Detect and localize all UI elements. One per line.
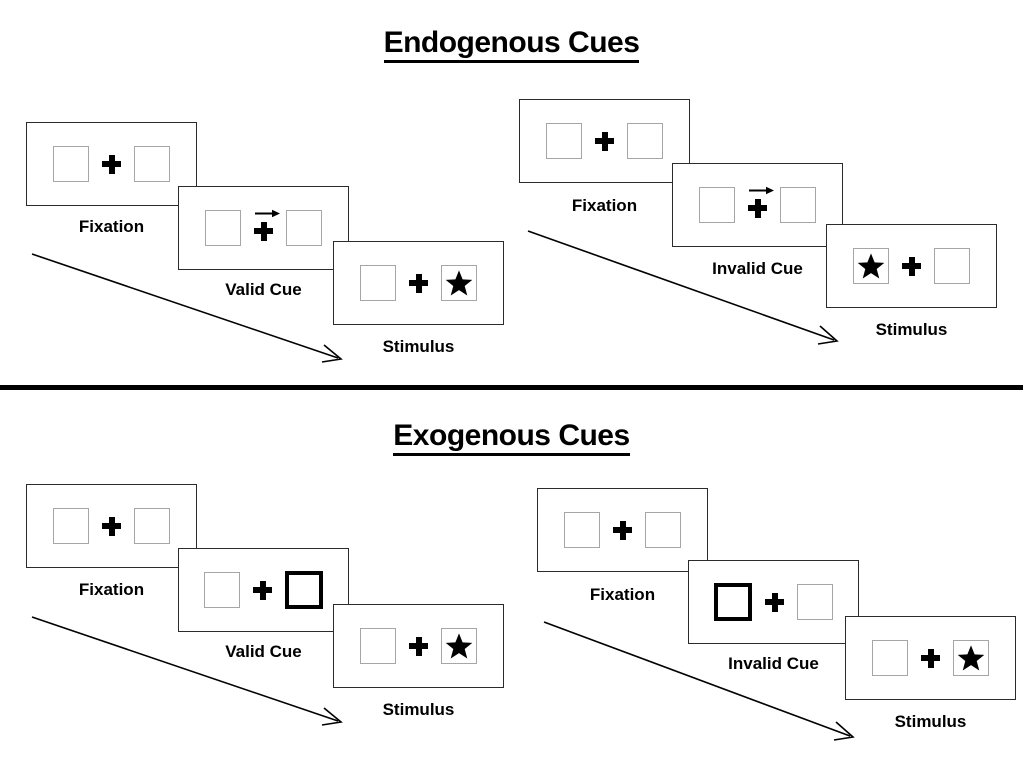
frame-caption-endogenous-invalid-fixation: Fixation <box>571 196 638 215</box>
section-title-endogenous-text: Endogenous Cues <box>383 26 640 63</box>
fixation-cross-icon <box>748 198 767 218</box>
frame-caption-exogenous-invalid-fixation: Fixation <box>589 585 656 604</box>
time-flow-arrow-icon <box>31 253 343 363</box>
arrow-right-icon <box>749 186 774 194</box>
placeholder-box-left <box>872 640 908 676</box>
frame-caption-endogenous-valid-cue: Valid Cue <box>225 280 302 299</box>
placeholder-box-right <box>934 248 970 284</box>
placeholder-box-left <box>360 628 396 664</box>
fixation-cross-icon <box>409 273 428 293</box>
trial-frame-endogenous-valid-cue <box>178 186 349 270</box>
frame-caption-exogenous-valid-fixation: Fixation <box>78 580 145 599</box>
fixation-cross-icon <box>902 256 921 276</box>
placeholder-box-left <box>205 210 241 246</box>
placeholder-box-left-with-target <box>853 248 889 284</box>
star-icon <box>957 645 985 671</box>
central-cue-group <box>254 209 280 241</box>
placeholder-box-left <box>564 512 600 548</box>
placeholder-box-right <box>780 187 816 223</box>
trial-frame-exogenous-valid-fixation <box>26 484 197 568</box>
trial-frame-endogenous-valid-stimulus <box>333 241 504 325</box>
star-icon <box>445 633 473 659</box>
placeholder-box-right-with-target <box>441 265 477 301</box>
section-title-exogenous: Exogenous Cues <box>0 419 1023 456</box>
fixation-cross-icon <box>613 520 632 540</box>
placeholder-box-left <box>699 187 735 223</box>
placeholder-box-right <box>134 146 170 182</box>
frame-caption-exogenous-valid-stimulus: Stimulus <box>382 700 455 719</box>
placeholder-box-right <box>797 584 833 620</box>
fixation-cross-icon <box>253 580 272 600</box>
peripheral-cue-box-left <box>714 583 752 621</box>
placeholder-box-right <box>645 512 681 548</box>
star-icon <box>857 253 885 279</box>
trial-frame-endogenous-valid-fixation <box>26 122 197 206</box>
frame-caption-endogenous-valid-fixation: Fixation <box>78 217 145 236</box>
placeholder-box-left <box>360 265 396 301</box>
placeholder-box-right <box>134 508 170 544</box>
trial-frame-exogenous-invalid-stimulus <box>845 616 1016 700</box>
trial-frame-exogenous-invalid-cue <box>688 560 859 644</box>
frame-caption-endogenous-invalid-cue: Invalid Cue <box>712 259 803 278</box>
placeholder-box-left <box>53 146 89 182</box>
fixation-cross-icon <box>765 592 784 612</box>
frame-caption-exogenous-invalid-cue: Invalid Cue <box>728 654 819 673</box>
fixation-cross-icon <box>595 131 614 151</box>
trial-frame-exogenous-valid-stimulus <box>333 604 504 688</box>
star-icon <box>445 270 473 296</box>
central-cue-group <box>748 186 774 218</box>
fixation-cross-icon <box>409 636 428 656</box>
section-divider <box>0 385 1023 390</box>
fixation-cross-icon <box>921 648 940 668</box>
section-title-endogenous: Endogenous Cues <box>0 26 1023 63</box>
placeholder-box-left <box>53 508 89 544</box>
placeholder-box-right <box>627 123 663 159</box>
fixation-cross-icon <box>254 221 273 241</box>
placeholder-box-right-with-target <box>441 628 477 664</box>
frame-caption-endogenous-valid-stimulus: Stimulus <box>382 337 455 356</box>
frame-caption-exogenous-valid-cue: Valid Cue <box>225 642 302 661</box>
trial-frame-exogenous-invalid-fixation <box>537 488 708 572</box>
peripheral-cue-box-right <box>285 571 323 609</box>
trial-frame-endogenous-invalid-stimulus <box>826 224 997 308</box>
trial-frame-endogenous-invalid-cue <box>672 163 843 247</box>
frame-caption-exogenous-invalid-stimulus: Stimulus <box>894 712 967 731</box>
trial-frame-endogenous-invalid-fixation <box>519 99 690 183</box>
placeholder-box-left <box>204 572 240 608</box>
placeholder-box-right <box>286 210 322 246</box>
time-flow-arrow-icon <box>527 230 839 345</box>
time-flow-arrow-icon <box>543 621 855 741</box>
time-flow-arrow-icon <box>31 616 343 726</box>
trial-frame-exogenous-valid-cue <box>178 548 349 632</box>
frame-caption-endogenous-invalid-stimulus: Stimulus <box>875 320 948 339</box>
placeholder-box-left <box>546 123 582 159</box>
fixation-cross-icon <box>102 154 121 174</box>
section-title-exogenous-text: Exogenous Cues <box>393 419 630 456</box>
fixation-cross-icon <box>102 516 121 536</box>
arrow-right-icon <box>255 209 280 217</box>
placeholder-box-right-with-target <box>953 640 989 676</box>
